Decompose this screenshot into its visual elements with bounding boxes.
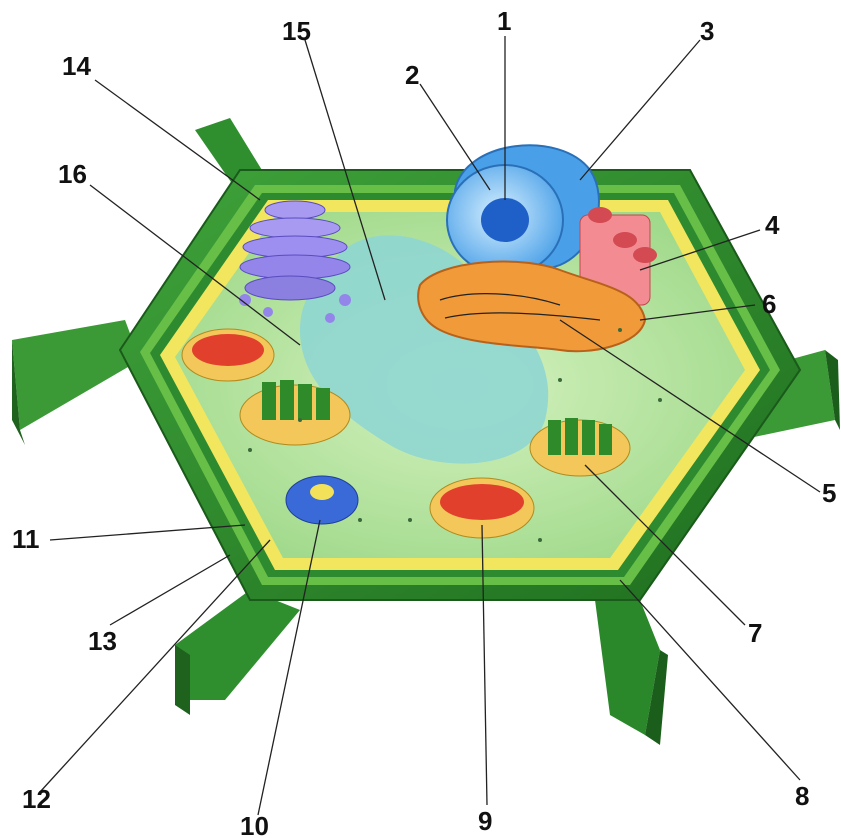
nucleus <box>447 145 599 275</box>
label-8: 8 <box>795 781 809 811</box>
label-9: 9 <box>478 806 492 836</box>
label-4: 4 <box>765 210 780 240</box>
small-vacuole <box>286 476 358 524</box>
label-11: 11 <box>12 524 40 554</box>
label-7: 7 <box>748 618 762 648</box>
label-5: 5 <box>822 478 836 508</box>
mitochondrion-left <box>182 329 274 381</box>
label-3: 3 <box>700 16 714 46</box>
label-13: 13 <box>88 626 117 656</box>
label-1: 1 <box>497 6 511 36</box>
label-16: 16 <box>58 159 87 189</box>
nucleolus <box>481 198 529 242</box>
label-14: 14 <box>62 51 91 81</box>
label-2: 2 <box>405 60 419 90</box>
label-12: 12 <box>22 784 51 814</box>
label-6: 6 <box>762 289 776 319</box>
label-10: 10 <box>240 811 269 838</box>
label-15: 15 <box>282 16 311 46</box>
